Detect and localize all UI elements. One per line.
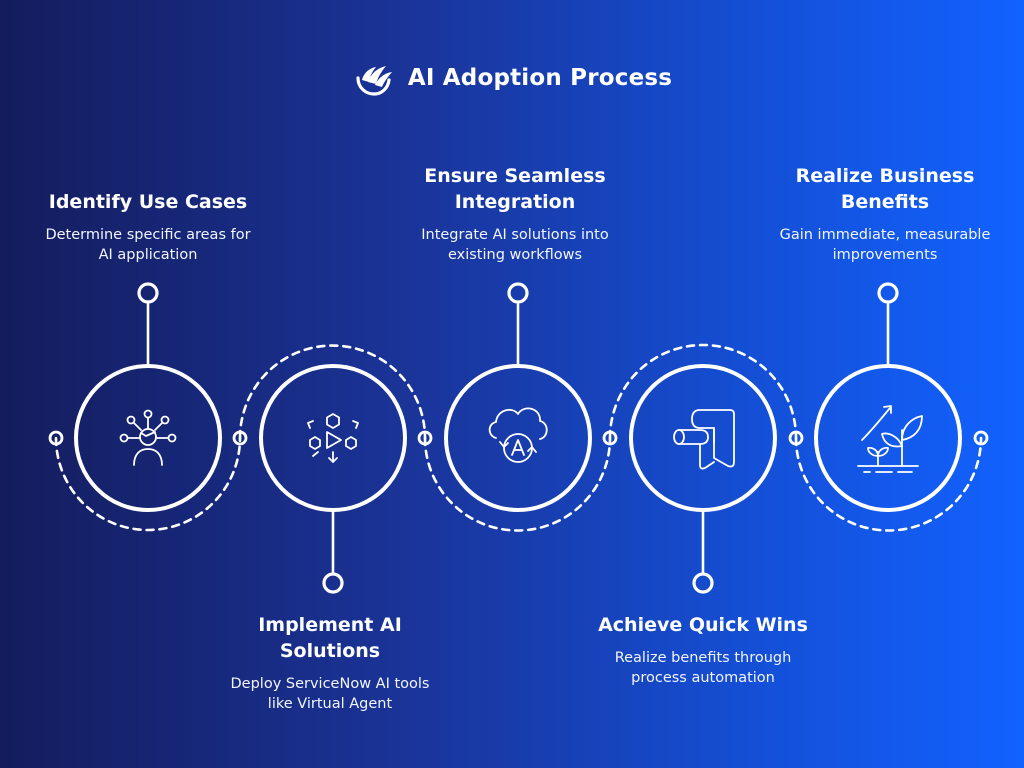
- step-5-description-line-1: Gain immediate, measurable: [779, 227, 991, 243]
- dashed-arc-4: [608, 343, 798, 440]
- step-4-description-line-2: process automation: [631, 670, 775, 686]
- node-ring-2: [232, 430, 248, 446]
- deploy-play-icon: [307, 413, 359, 463]
- node-ring-3: [417, 430, 433, 446]
- wing-logo-icon: [356, 66, 392, 96]
- step-2-title-line-1: Implement AI: [258, 614, 402, 636]
- dashed-arc-5: [794, 436, 983, 532]
- step-5-title-line-2: Benefits: [840, 191, 930, 213]
- node-ring-6: [973, 430, 989, 446]
- step-4-description: Realize benefits through process automat…: [563, 648, 843, 688]
- step-circle-1: [74, 364, 222, 512]
- step-2-title: Implement AI Solutions: [190, 612, 470, 664]
- step-5-label: Realize Business Benefits Gain immediate…: [745, 163, 1024, 265]
- step-3-label: Ensure Seamless Integration Integrate AI…: [375, 163, 655, 265]
- step-2-description: Deploy ServiceNow AI tools like Virtual …: [190, 674, 470, 714]
- step-circle-2: [259, 364, 407, 512]
- node-ring-5: [788, 430, 804, 446]
- dashed-arc-3: [423, 436, 612, 532]
- step-5-description: Gain immediate, measurable improvements: [745, 225, 1024, 265]
- step-4-title: Achieve Quick Wins: [598, 614, 808, 636]
- step-circle-3: [444, 364, 592, 512]
- growth-plant-icon: [857, 405, 923, 473]
- dashed-arc-2: [238, 344, 427, 440]
- person-network-icon: [119, 409, 177, 466]
- step-1-description: Determine specific areas for AI applicat…: [8, 225, 288, 265]
- step-3-description-line-2: existing workflows: [447, 247, 583, 263]
- step-circle-5: [814, 364, 962, 512]
- step-2-description-line-2: like Virtual Agent: [267, 696, 393, 712]
- pin-ring-5: [877, 282, 899, 304]
- step-3-title: Ensure Seamless Integration: [375, 163, 655, 215]
- step-circle-4: [629, 364, 777, 512]
- step-4-label: Achieve Quick Wins Realize benefits thro…: [563, 612, 843, 688]
- cloud-ai-sync-icon: [488, 407, 548, 463]
- pin-ring-3: [507, 282, 529, 304]
- dashed-arc-1: [54, 436, 242, 532]
- node-ring-1: [48, 430, 64, 446]
- step-1-description-line-2: AI application: [98, 247, 198, 263]
- step-3-description: Integrate AI solutions into existing wor…: [375, 225, 655, 265]
- step-1-title: Identify Use Cases: [48, 191, 248, 213]
- step-2-title-line-2: Solutions: [279, 640, 381, 662]
- step-3-title-line-1: Ensure Seamless: [424, 165, 606, 187]
- pipe-automation-icon: [673, 409, 735, 470]
- step-2-label: Implement AI Solutions Deploy ServiceNow…: [190, 612, 470, 714]
- step-3-description-line-1: Integrate AI solutions into: [421, 227, 609, 243]
- header: AI Adoption Process: [0, 58, 1024, 98]
- step-2-description-line-1: Deploy ServiceNow AI tools: [230, 676, 430, 692]
- step-1-description-line-1: Determine specific areas for: [45, 227, 251, 243]
- pin-ring-2: [322, 572, 344, 594]
- step-5-description-line-2: improvements: [832, 247, 938, 263]
- step-1-label: Identify Use Cases Determine specific ar…: [8, 189, 288, 265]
- pin-ring-1: [137, 282, 159, 304]
- step-5-title: Realize Business Benefits: [745, 163, 1024, 215]
- step-3-title-line-2: Integration: [454, 191, 576, 213]
- pin-ring-4: [692, 572, 714, 594]
- dashed-connectors: [54, 343, 983, 532]
- node-ring-4: [602, 430, 618, 446]
- step-4-description-line-1: Realize benefits through: [614, 650, 792, 666]
- page-title: AI Adoption Process: [407, 65, 673, 91]
- step-5-title-line-1: Realize Business: [795, 165, 975, 187]
